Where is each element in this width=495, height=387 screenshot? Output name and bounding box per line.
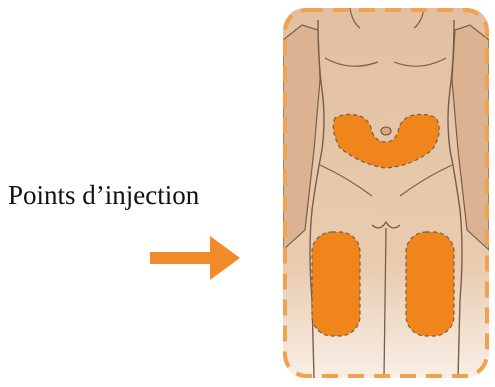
navel [381, 127, 391, 135]
left-thigh-injection-area [312, 232, 360, 336]
body-figure [283, 8, 489, 378]
injection-points-label: Points d’injection [8, 180, 199, 211]
arrow-right-icon [150, 236, 240, 280]
right-thigh-injection-area [406, 232, 454, 336]
